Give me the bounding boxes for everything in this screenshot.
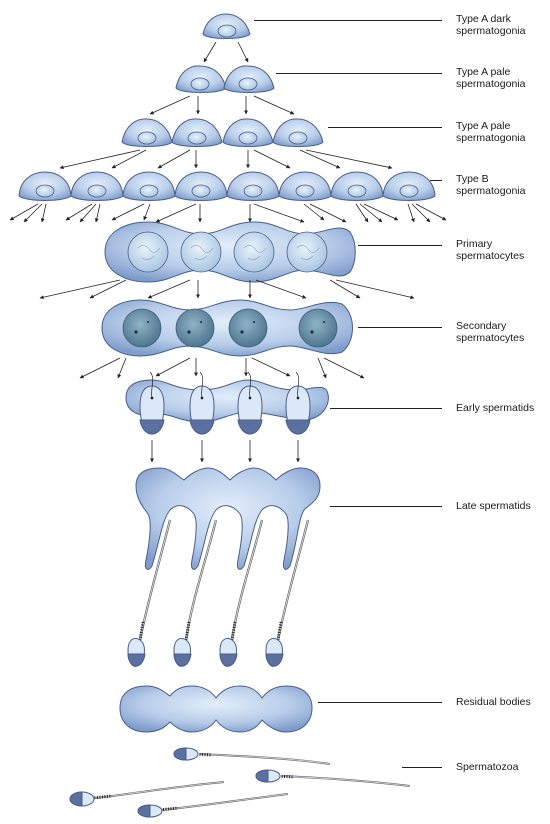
type-a-dark-cell: [202, 13, 251, 39]
type-a-pale-row-1: [175, 65, 275, 93]
leader-secondary: [358, 327, 442, 328]
late-spermatids: [127, 467, 321, 667]
spermatozoa: [69, 747, 411, 818]
leader-type-a-pale-2: [328, 127, 442, 128]
division-arrows: [9, 41, 447, 463]
leader-residual-bodies: [318, 702, 442, 703]
leader-early-spermatids: [330, 408, 442, 409]
label-residual-bodies: Residual bodies: [456, 696, 531, 708]
secondary-spermatocytes-row: [101, 299, 353, 357]
label-early-spermatids: Early spermatids: [456, 402, 535, 414]
label-late-spermatids: Late spermatids: [456, 500, 531, 512]
leader-type-b: [430, 180, 442, 181]
leader-primary: [358, 245, 442, 246]
early-spermatids-row: [125, 371, 329, 435]
leader-type-a-dark: [254, 20, 442, 21]
type-a-pale-row-2: [121, 118, 324, 147]
type-b-row: [18, 171, 436, 201]
primary-spermatocytes-row: [104, 221, 356, 283]
leader-late-spermatids: [330, 506, 442, 507]
label-spermatozoa: Spermatozoa: [456, 761, 519, 773]
leader-spermatozoa: [402, 767, 442, 768]
leader-type-a-pale-1: [276, 73, 442, 74]
residual-bodies: [119, 685, 313, 733]
